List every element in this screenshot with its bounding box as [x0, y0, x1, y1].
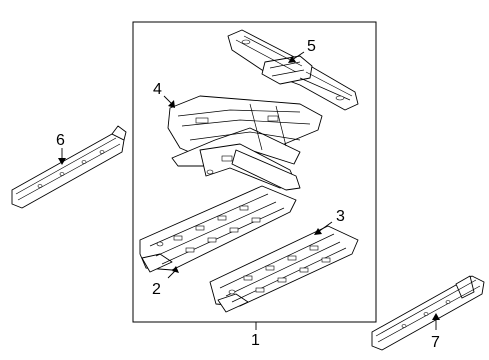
- callout-7: 7: [431, 334, 440, 351]
- part-2-left-floor-pan: [139, 185, 297, 273]
- part-7-right-side-rail: [371, 275, 485, 351]
- callout-4: 4: [153, 81, 162, 98]
- callout-5: 5: [307, 38, 316, 55]
- part-3-right-floor-pan: [209, 225, 359, 313]
- callout-1: 1: [251, 332, 260, 349]
- part-6-left-side-rail: [11, 125, 127, 209]
- part-4-center-floor: [167, 95, 323, 191]
- leader-lines: [58, 51, 440, 330]
- assembly-frame: [132, 21, 377, 323]
- part-5-rear-crossmember: [227, 29, 359, 111]
- callout-6: 6: [56, 132, 65, 149]
- callout-3: 3: [336, 208, 345, 225]
- callout-2: 2: [152, 281, 161, 298]
